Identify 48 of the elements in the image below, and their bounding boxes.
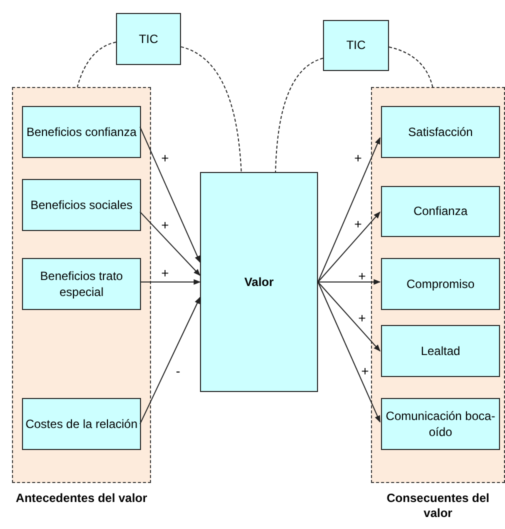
box-label: Beneficios sociales bbox=[30, 196, 133, 214]
edge-label: - bbox=[176, 364, 180, 378]
concept-box bbox=[381, 186, 500, 237]
box-label: Valor bbox=[244, 274, 274, 290]
edge-label: + bbox=[358, 270, 366, 282]
arrow bbox=[318, 282, 380, 352]
arrow bbox=[140, 211, 200, 276]
box-label: Beneficios trato especial bbox=[39, 268, 124, 300]
arrow bbox=[140, 126, 200, 263]
concept-box bbox=[381, 325, 500, 377]
arrow bbox=[140, 279, 201, 285]
arrow bbox=[318, 137, 380, 282]
edge-label: + bbox=[161, 152, 169, 164]
concept-box bbox=[22, 398, 141, 450]
dashed-connector bbox=[275, 58, 324, 172]
box-label: Confianza bbox=[413, 203, 468, 220]
arrow bbox=[318, 279, 381, 285]
concept-box bbox=[381, 106, 500, 158]
box-label: Beneficios confianza bbox=[26, 124, 137, 140]
edge-label: + bbox=[361, 364, 369, 378]
edge-label: + bbox=[358, 312, 366, 324]
edge-label: + bbox=[161, 266, 169, 280]
central-box bbox=[200, 172, 318, 392]
concept-box bbox=[116, 13, 181, 65]
dashed-connector bbox=[76, 42, 116, 88]
concept-box bbox=[381, 398, 500, 450]
dashed-connector bbox=[180, 46, 242, 172]
edge-label: + bbox=[354, 218, 362, 230]
concept-box bbox=[22, 258, 141, 310]
concept-box bbox=[323, 20, 389, 71]
concept-box bbox=[22, 106, 141, 158]
box-label: Lealtad bbox=[420, 342, 460, 360]
box-label: Satisfacción bbox=[408, 124, 473, 140]
box-label: Costes de la relación bbox=[25, 416, 138, 432]
arrow bbox=[318, 212, 380, 282]
box-label: Comunicación boca-oído bbox=[384, 408, 496, 440]
edge-label: + bbox=[354, 152, 362, 164]
group-heading: Consecuentes del valor bbox=[386, 491, 490, 521]
concept-box bbox=[381, 258, 500, 310]
dashed-connector bbox=[388, 46, 434, 88]
group-heading: Antecedentes del valor bbox=[14, 491, 148, 506]
arrow bbox=[140, 296, 200, 425]
concept-box bbox=[22, 179, 141, 231]
box-label: TIC bbox=[346, 37, 366, 54]
edge-label: + bbox=[161, 218, 169, 232]
arrow bbox=[318, 282, 380, 423]
box-label: Compromiso bbox=[406, 276, 474, 292]
box-label: TIC bbox=[138, 30, 158, 48]
